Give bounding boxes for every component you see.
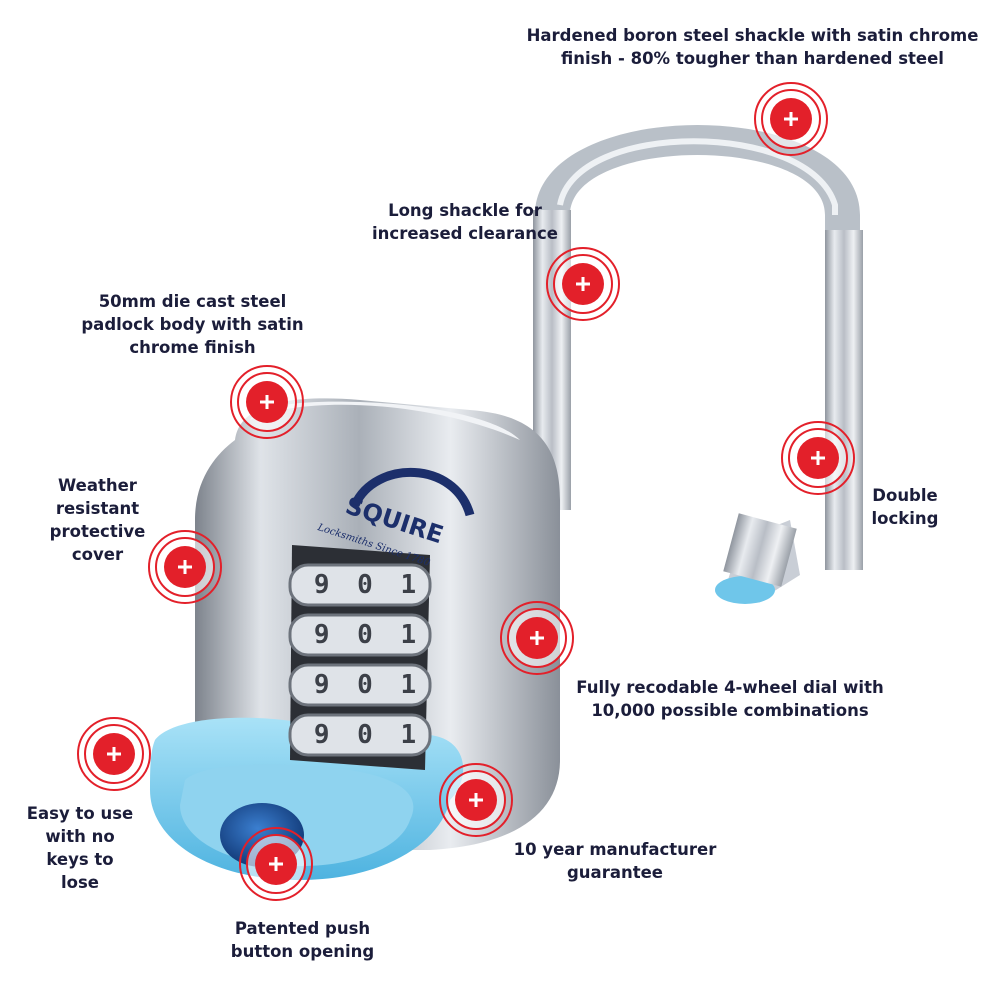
feature-label-double-locking: Double locking [871, 486, 939, 528]
feature-label-shackle-material: Hardened boron steel shackle with satin … [526, 26, 979, 68]
feature-label-long-shackle: Long shackle for increased clearance [372, 201, 558, 243]
feature-label-no-keys: Easy to use with no keys to lose [26, 804, 134, 892]
feature-label-weather-cover: Weather resistant protective cover [49, 476, 146, 564]
plus-icon [530, 631, 544, 645]
feature-label-push-button: Patented push button opening [230, 919, 375, 961]
hotspot-no-keys[interactable] [76, 716, 152, 792]
hotspot-shackle-material[interactable] [753, 81, 829, 157]
plus-icon [576, 277, 590, 291]
feature-label-recodable-dial: Fully recodable 4-wheel dial with 10,000… [576, 678, 884, 720]
hotspot-long-shackle[interactable] [545, 246, 621, 322]
feature-label-guarantee: 10 year manufacturer guarantee [513, 840, 717, 882]
hotspot-double-locking[interactable] [780, 420, 856, 496]
plus-icon [260, 395, 274, 409]
hotspot-padlock-body[interactable] [229, 364, 305, 440]
plus-icon [269, 857, 283, 871]
plus-icon [107, 747, 121, 761]
hotspot-guarantee[interactable] [438, 762, 514, 838]
plus-icon [178, 560, 192, 574]
plus-icon [469, 793, 483, 807]
hotspot-push-button[interactable] [238, 826, 314, 902]
plus-icon [811, 451, 825, 465]
feature-label-padlock-body: 50mm die cast steel padlock body with sa… [81, 292, 304, 357]
plus-icon [784, 112, 798, 126]
hotspot-recodable-dial[interactable] [499, 600, 575, 676]
hotspot-weather-cover[interactable] [147, 529, 223, 605]
